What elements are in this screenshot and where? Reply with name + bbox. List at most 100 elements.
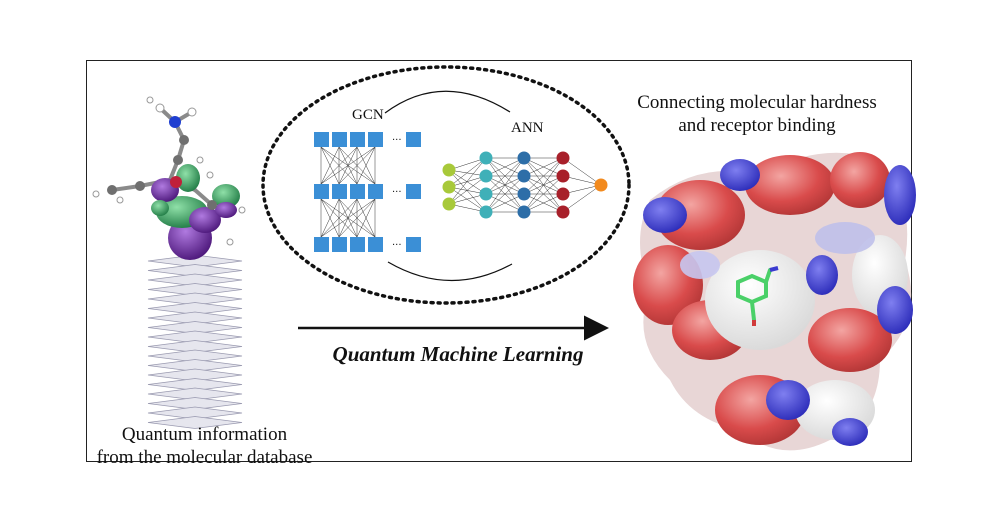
stack-layer	[147, 292, 243, 306]
gcn-node	[314, 237, 329, 252]
gcn-edge	[338, 198, 376, 238]
ann-edge	[485, 157, 525, 195]
ann-edge	[448, 186, 487, 213]
ann-node	[556, 169, 570, 183]
gcn-node	[406, 132, 421, 147]
gcn-node	[368, 132, 383, 147]
ann-node	[479, 187, 493, 201]
gcn-node	[314, 184, 329, 199]
gcn-edge	[320, 198, 340, 238]
gcn-edge	[320, 146, 358, 185]
gcn-ellipsis: ...	[392, 237, 402, 248]
ann-edge	[448, 175, 487, 205]
gcn-edge	[320, 198, 358, 238]
gcn-edge	[320, 146, 340, 185]
stack-layer	[147, 378, 243, 391]
gcn-node	[332, 184, 347, 199]
ann-node	[517, 169, 531, 183]
ann-node	[442, 197, 456, 211]
ann-edge	[562, 175, 602, 186]
stack-layer	[147, 349, 243, 363]
molecule-orbital-icon	[92, 96, 246, 260]
left-caption: Quantum information from the molecular d…	[92, 423, 317, 469]
gcn-edge	[356, 198, 376, 238]
ann-node	[442, 163, 456, 177]
ann-node	[594, 178, 608, 192]
ann-edge	[523, 175, 564, 213]
ann-node	[556, 187, 570, 201]
stack-layer	[147, 406, 243, 420]
ann-node	[517, 187, 531, 201]
right-caption: Connecting molecular hardness and recept…	[626, 91, 888, 137]
gcn-edge	[320, 198, 376, 238]
gcn-node	[406, 237, 421, 252]
stack-layer	[147, 387, 243, 401]
stack-layer	[147, 311, 243, 325]
ann-edge	[485, 157, 525, 177]
ann-edge	[523, 157, 564, 213]
stack-layer	[147, 273, 243, 287]
stack-layer	[147, 359, 243, 372]
ligand-molecule-icon	[736, 268, 772, 322]
gcn-node	[350, 237, 365, 252]
ann-edge	[523, 193, 564, 213]
gcn-network-diagram: .........	[314, 132, 421, 252]
receptor-surface-image	[633, 152, 916, 451]
database-stack-icon	[147, 254, 243, 429]
gcn-edge	[338, 146, 376, 185]
gcn-node	[332, 132, 347, 147]
ann-node	[479, 169, 493, 183]
ann-edge	[448, 157, 487, 205]
stack-layer	[147, 340, 243, 353]
stack-layer	[147, 302, 243, 315]
ann-label: ANN	[511, 120, 544, 136]
right-caption-line1: Connecting molecular hardness	[637, 92, 877, 113]
ann-edge	[485, 175, 525, 213]
network-dotted-ellipse	[261, 65, 631, 305]
ann-node	[517, 205, 531, 219]
gcn-node	[332, 237, 347, 252]
top-connector-arc	[384, 90, 511, 114]
stack-layer	[147, 330, 243, 344]
ann-edge	[562, 184, 602, 213]
ann-edge	[485, 193, 525, 213]
ann-edge	[448, 169, 487, 195]
stack-layer	[147, 321, 243, 334]
right-caption-line2: and receptor binding	[678, 115, 836, 136]
stack-layer	[147, 264, 243, 277]
ann-edge	[448, 157, 487, 188]
left-caption-line1: Quantum information	[121, 424, 288, 445]
ann-edge	[485, 157, 525, 213]
gcn-node	[314, 132, 329, 147]
gcn-ellipsis: ...	[392, 132, 402, 143]
ann-node	[442, 180, 456, 194]
ann-edge	[448, 169, 487, 213]
gcn-node	[368, 184, 383, 199]
gcn-node	[350, 132, 365, 147]
gcn-edge	[356, 146, 376, 185]
ann-node	[556, 151, 570, 165]
bottom-connector-arc	[387, 261, 513, 282]
gcn-node	[350, 184, 365, 199]
stack-layer	[147, 416, 243, 429]
gcn-node	[368, 237, 383, 252]
stack-layer	[147, 397, 243, 410]
left-caption-line2: from the molecular database	[96, 447, 313, 468]
ann-edge	[523, 157, 564, 177]
ann-network-diagram	[442, 151, 608, 219]
gcn-ellipsis: ...	[392, 184, 402, 195]
ann-edge	[562, 184, 602, 195]
gcn-edge	[320, 146, 376, 185]
stack-layer	[147, 368, 243, 382]
figure-frame	[86, 60, 912, 462]
ann-edge	[562, 157, 602, 186]
ann-node	[479, 205, 493, 219]
ann-edge	[523, 157, 564, 195]
gcn-label: GCN	[352, 107, 384, 123]
ann-node	[479, 151, 493, 165]
ann-node	[517, 151, 531, 165]
arrow-label: Quantum Machine Learning	[332, 342, 584, 366]
stack-layer	[147, 283, 243, 296]
ann-node	[556, 205, 570, 219]
